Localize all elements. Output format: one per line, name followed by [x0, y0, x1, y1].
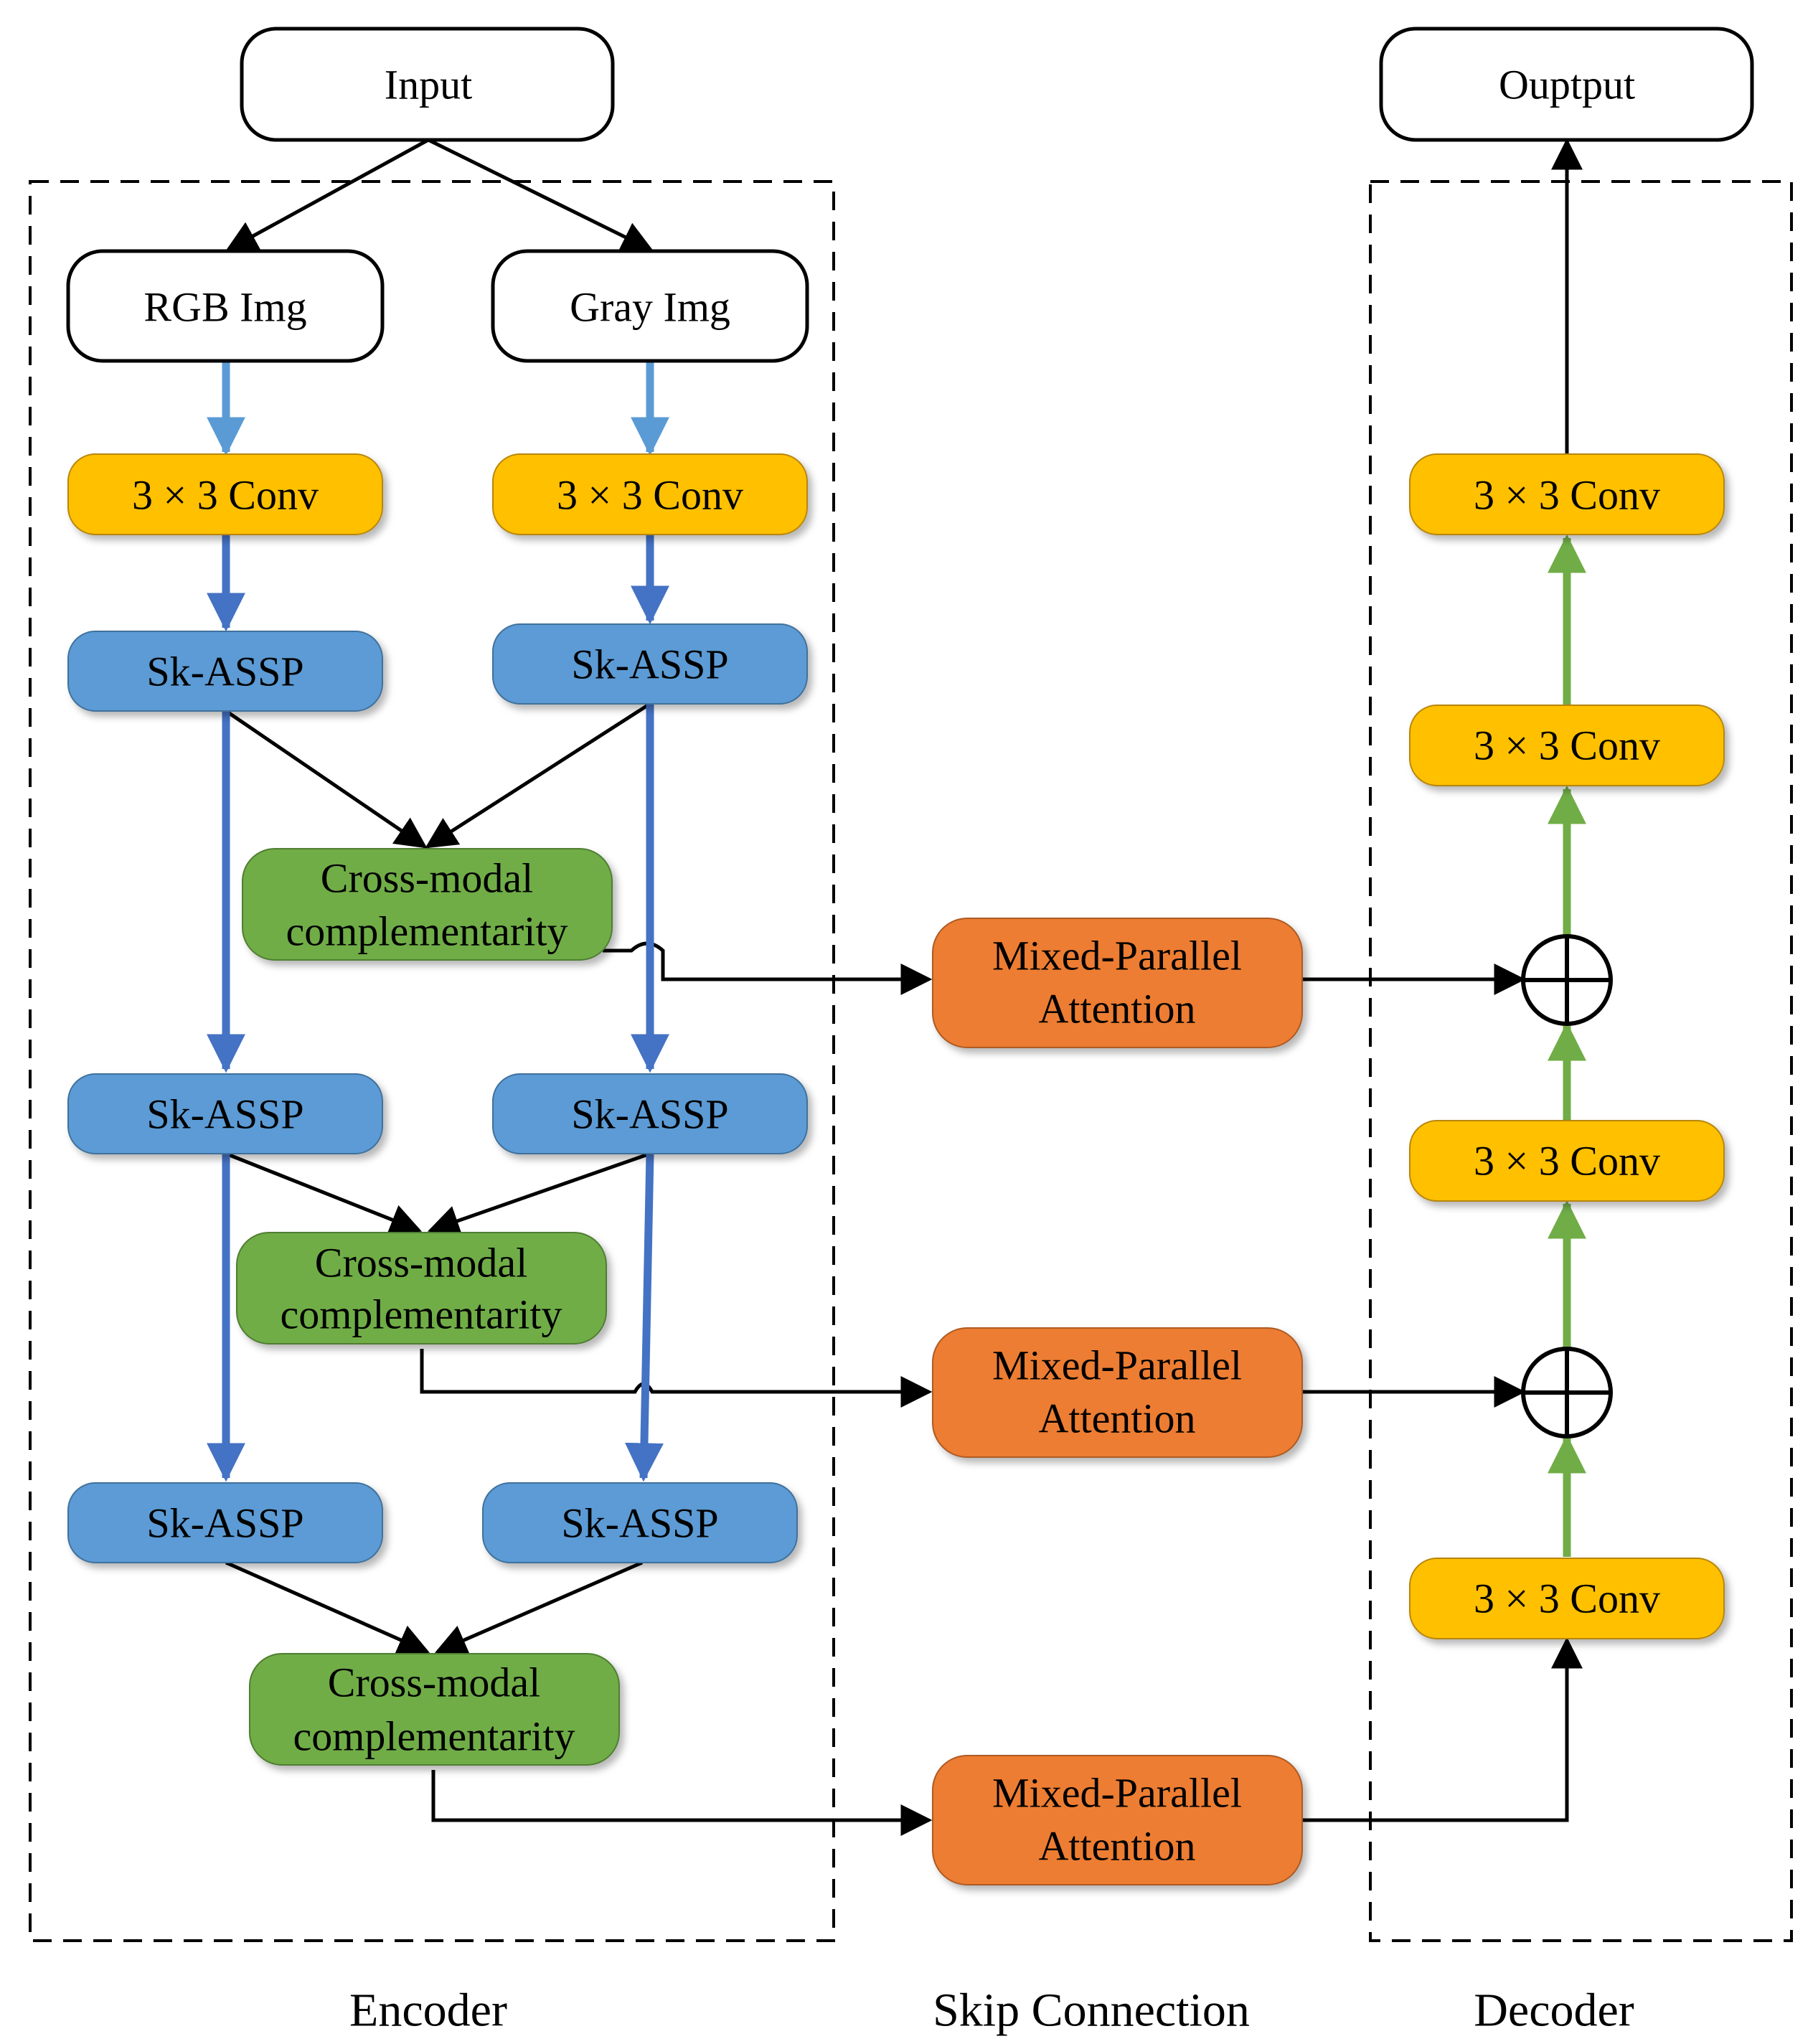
mpa-3-line2: Attention [1038, 1823, 1195, 1870]
sk-assp-rgb-1-label: Sk-ASSP [146, 649, 303, 695]
cross-modal-1-line1: Cross-modal [321, 855, 533, 902]
arrow-input-to-rgb [225, 138, 430, 252]
cross-modal-3-line1: Cross-modal [328, 1659, 540, 1706]
arrow-sk2r-to-cm2 [427, 1151, 651, 1236]
arrow-sk1l-to-cm1 [225, 709, 428, 849]
sk-assp-gray-1-label: Sk-ASSP [571, 641, 728, 688]
mpa-1-line2: Attention [1038, 986, 1195, 1032]
arrow-sk2r-to-sk3r [624, 1153, 664, 1482]
input-node: Input [240, 27, 615, 142]
sk-assp-gray-2-label: Sk-ASSP [571, 1091, 728, 1138]
arrow-sk1r-to-cm1 [425, 702, 651, 849]
arrow-input-to-gray [427, 138, 654, 252]
gray-image-node: Gray Img [491, 249, 809, 363]
arrow-cm2-to-mpa2 [420, 1349, 933, 1408]
mpa-2-line2: Attention [1038, 1395, 1195, 1442]
decoder-conv-2-label: 3 × 3 Conv [1474, 722, 1660, 769]
decoder-conv-3: 3 × 3 Conv [1409, 1120, 1725, 1202]
output-node: Ouptput [1379, 27, 1754, 142]
sk-assp-gray-1: Sk-ASSP [492, 623, 808, 705]
encoder-conv-rgb: 3 × 3 Conv [67, 453, 383, 535]
output-label: Ouptput [1499, 62, 1635, 108]
sk-assp-rgb-3: Sk-ASSP [67, 1482, 383, 1563]
gray-image-label: Gray Img [570, 284, 730, 331]
mpa-2-line1: Mixed-Parallel [992, 1342, 1242, 1389]
sk-assp-gray-2: Sk-ASSP [492, 1073, 808, 1154]
arrow-cm3-to-mpa3 [431, 1770, 933, 1836]
sk-assp-rgb-2: Sk-ASSP [67, 1073, 383, 1154]
mixed-parallel-attention-1: Mixed-Parallel Attention [932, 918, 1303, 1048]
decoder-conv-1: 3 × 3 Conv [1409, 453, 1725, 535]
rgb-image-label: RGB Img [143, 284, 306, 331]
input-label: Input [385, 62, 472, 108]
encoder-group-box [29, 180, 835, 1942]
arrow-sk2l-to-cm2 [225, 1151, 423, 1235]
encoder-section-label: Encoder [349, 1984, 507, 2037]
encoder-conv-gray-label: 3 × 3 Conv [557, 472, 743, 519]
mixed-parallel-attention-3: Mixed-Parallel Attention [932, 1755, 1303, 1885]
skip-connection-section-label: Skip Connection [933, 1984, 1250, 2037]
arrow-mpa3-to-conv-d4 [1302, 1636, 1583, 1822]
decoder-conv-2: 3 × 3 Conv [1409, 705, 1725, 786]
encoder-conv-rgb-label: 3 × 3 Conv [132, 472, 319, 519]
decoder-group-box [1369, 180, 1793, 1942]
decoder-section-label: Decoder [1474, 1984, 1634, 2037]
sum-node-1 [1521, 934, 1613, 1026]
cross-modal-2-line2: complementarity [281, 1291, 562, 1338]
cross-modal-1-line2: complementarity [286, 908, 568, 955]
decoder-conv-3-label: 3 × 3 Conv [1474, 1138, 1660, 1185]
sk-assp-rgb-2-label: Sk-ASSP [146, 1091, 303, 1138]
encoder-conv-gray: 3 × 3 Conv [492, 453, 808, 535]
decoder-conv-1-label: 3 × 3 Conv [1474, 472, 1660, 519]
decoder-conv-4: 3 × 3 Conv [1409, 1558, 1725, 1639]
cross-modal-2-line1: Cross-modal [315, 1240, 527, 1286]
arrow-sk3r-to-cm3 [434, 1560, 643, 1655]
cross-modal-3-line2: complementarity [293, 1713, 575, 1760]
arrow-sk3l-to-cm3 [225, 1560, 430, 1655]
sum-node-2 [1521, 1347, 1613, 1438]
decoder-conv-4-label: 3 × 3 Conv [1474, 1576, 1660, 1622]
rgb-image-node: RGB Img [66, 249, 385, 363]
mixed-parallel-attention-2: Mixed-Parallel Attention [932, 1327, 1303, 1458]
sk-assp-gray-3: Sk-ASSP [482, 1482, 798, 1563]
mpa-1-line1: Mixed-Parallel [992, 933, 1242, 979]
mpa-3-line1: Mixed-Parallel [992, 1770, 1242, 1817]
sk-assp-gray-3-label: Sk-ASSP [561, 1500, 718, 1547]
sk-assp-rgb-3-label: Sk-ASSP [146, 1500, 303, 1547]
cross-modal-1: Cross-modal complementarity [242, 848, 613, 961]
cross-modal-3: Cross-modal complementarity [249, 1653, 620, 1766]
cross-modal-2: Cross-modal complementarity [236, 1232, 607, 1344]
sk-assp-rgb-1: Sk-ASSP [67, 631, 383, 712]
